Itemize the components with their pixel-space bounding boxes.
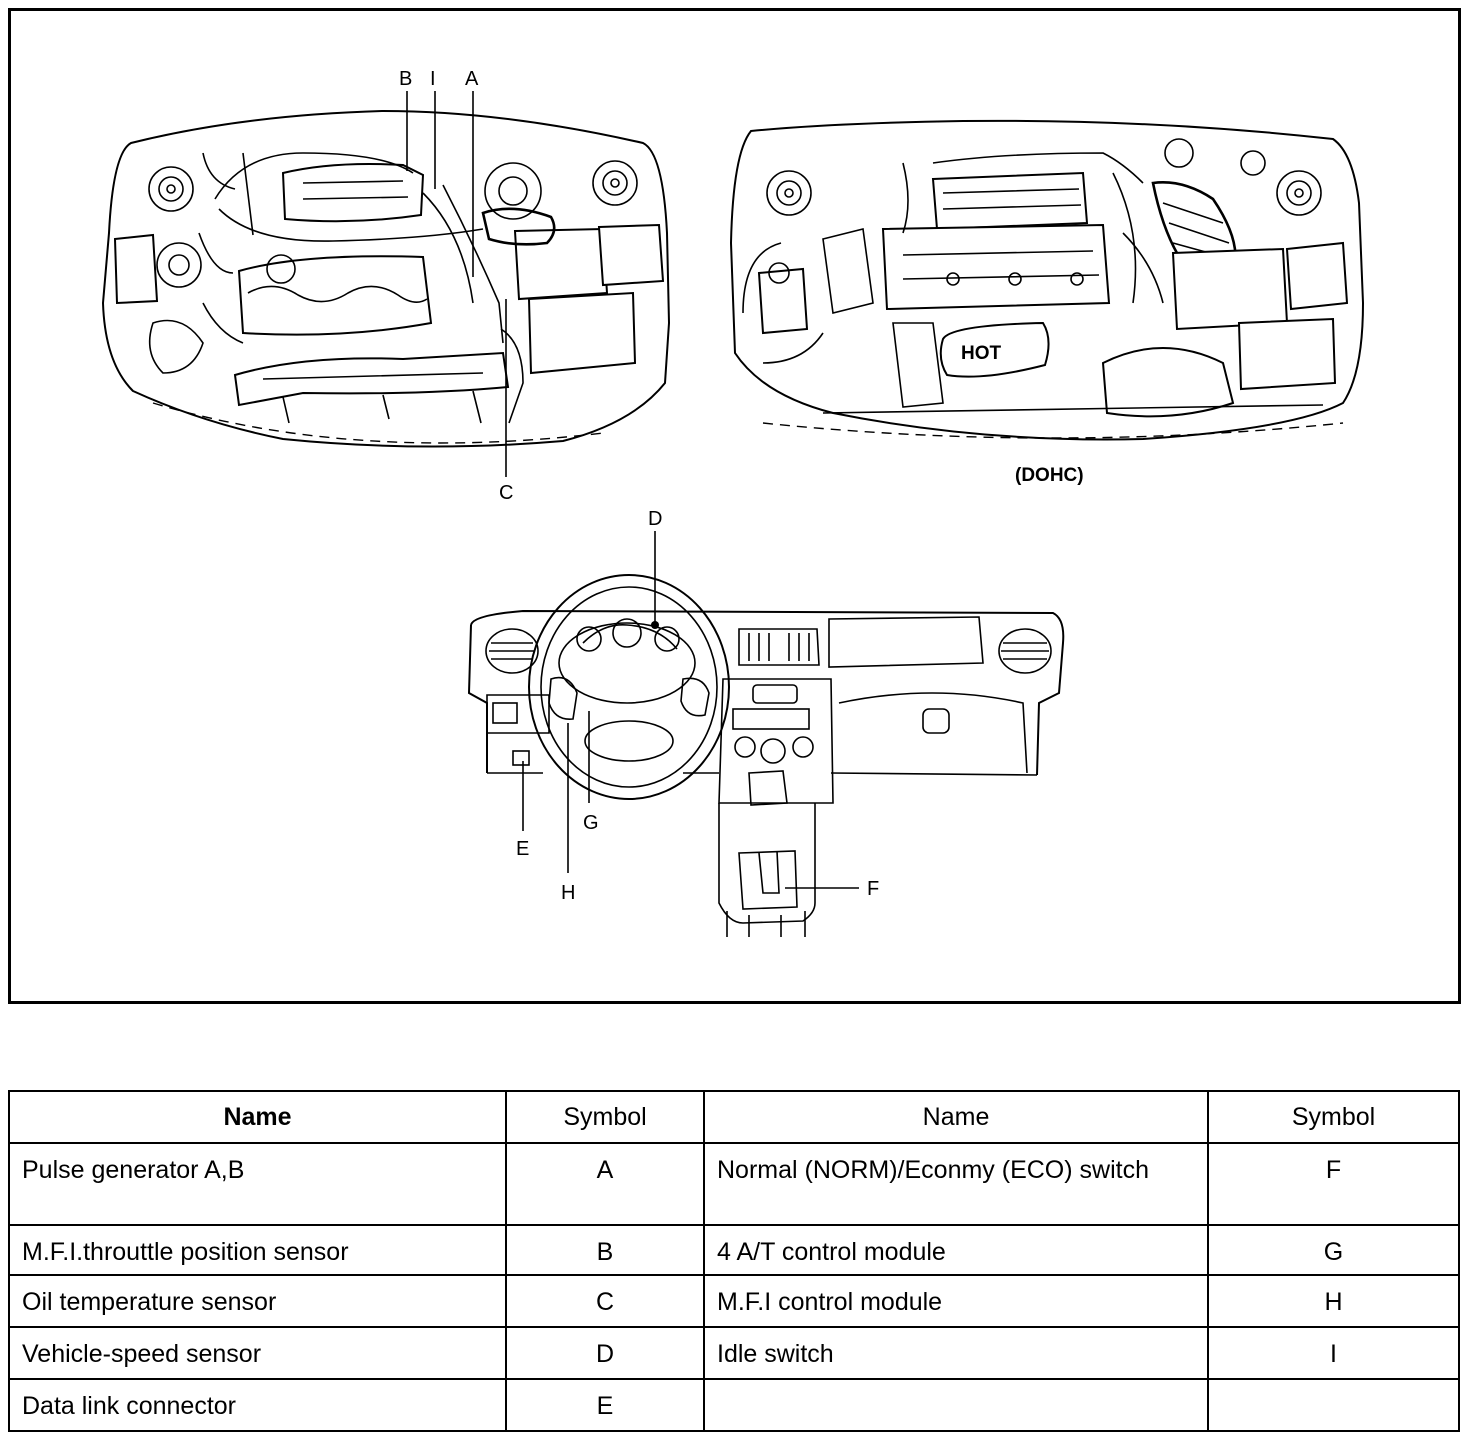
leader-lines-left xyxy=(406,91,507,477)
name-cell: Vehicle-speed sensor xyxy=(8,1326,507,1380)
symbol-cell: H xyxy=(1207,1274,1460,1328)
symbol-cell: A xyxy=(505,1142,705,1226)
header-symbol-right: Symbol xyxy=(1207,1090,1460,1144)
dashboard xyxy=(467,574,1065,937)
hot-label: HOT xyxy=(961,343,1002,364)
name-cell: Data link connector xyxy=(8,1378,507,1432)
component-table: Name Symbol Name Symbol Pulse generator … xyxy=(8,1090,1460,1432)
symbol-cell xyxy=(1207,1378,1460,1432)
engine-bay-left xyxy=(101,109,671,448)
symbol-cell: B xyxy=(505,1224,705,1276)
name-cell: Oil temperature sensor xyxy=(8,1274,507,1328)
table-row: M.F.I.throuttle position sensor B 4 A/T … xyxy=(8,1224,1460,1276)
center-console xyxy=(718,678,834,937)
vent-left xyxy=(485,628,539,674)
name-cell: Pulse generator A,B xyxy=(8,1142,507,1226)
header-symbol-left: Symbol xyxy=(505,1090,705,1144)
figure-frame: B I A C HOT xyxy=(8,8,1461,1004)
symbol-cell: F xyxy=(1207,1142,1460,1226)
label-g: G xyxy=(583,812,599,834)
name-cell: 4 A/T control module xyxy=(703,1224,1209,1276)
label-i: I xyxy=(430,68,436,90)
table-row: Vehicle-speed sensor D Idle switch I xyxy=(8,1326,1460,1380)
label-h: H xyxy=(561,882,575,904)
component-location-diagram: B I A C HOT xyxy=(101,68,1365,937)
name-cell: M.F.I control module xyxy=(703,1274,1209,1328)
name-cell: M.F.I.throuttle position sensor xyxy=(8,1224,507,1276)
engine-bay-right: HOT xyxy=(729,119,1365,441)
symbol-cell: G xyxy=(1207,1224,1460,1276)
label-a: A xyxy=(465,68,479,90)
table-row: Oil temperature sensor C M.F.I control m… xyxy=(8,1274,1460,1328)
name-cell: Normal (NORM)/Econmy (ECO) switch xyxy=(703,1142,1209,1226)
label-d: D xyxy=(648,508,662,530)
label-c: C xyxy=(499,482,513,504)
dohc-caption: (DOHC) xyxy=(1015,465,1084,486)
vent-right xyxy=(998,628,1052,674)
symbol-cell: I xyxy=(1207,1326,1460,1380)
label-e: E xyxy=(516,838,529,860)
label-b: B xyxy=(399,68,412,90)
name-cell: Idle switch xyxy=(703,1326,1209,1380)
symbol-cell: E xyxy=(505,1378,705,1432)
table-header-row: Name Symbol Name Symbol xyxy=(8,1090,1460,1144)
label-f: F xyxy=(867,878,879,900)
symbol-cell: D xyxy=(505,1326,705,1380)
header-name-left: Name xyxy=(8,1090,507,1144)
steering-wheel xyxy=(528,574,730,800)
vent-center xyxy=(738,628,820,666)
table-row: Pulse generator A,B A Normal (NORM)/Econ… xyxy=(8,1142,1460,1226)
symbol-cell: C xyxy=(505,1274,705,1328)
header-name-right: Name xyxy=(703,1090,1209,1144)
table-row: Data link connector E xyxy=(8,1378,1460,1432)
name-cell xyxy=(703,1378,1209,1432)
leader-lines-dashboard xyxy=(522,531,859,889)
